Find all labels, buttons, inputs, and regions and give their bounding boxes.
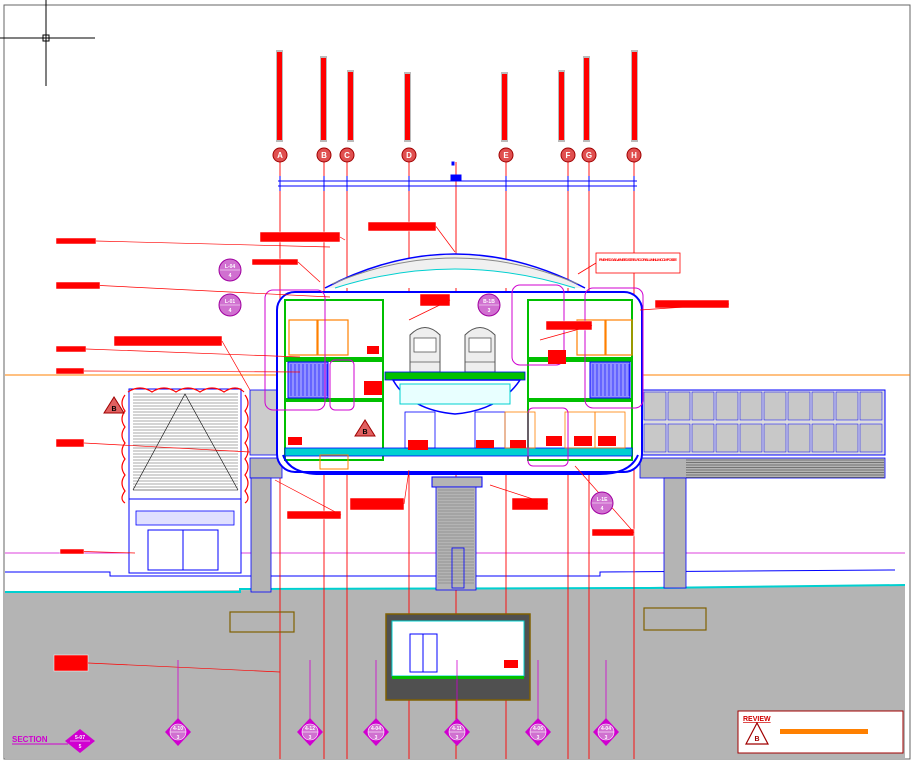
room-tag (598, 436, 616, 446)
revision-mark-2: B (354, 419, 376, 437)
left-pavilion (121, 387, 249, 574)
section-marker-sheet: 5 (79, 744, 82, 750)
section-label: SECTION (12, 735, 48, 744)
grid-bubbles: A B C D E F G H (272, 147, 642, 163)
roof-note-text: FINISHED GALVANISED STEEL ROOF / ALUMINI… (599, 257, 677, 262)
grid-bubble-a (272, 147, 288, 163)
callout-sheet: 3 (605, 735, 608, 741)
section-title: SECTION 5-07 5 (12, 729, 95, 753)
review-label: REVIEW (743, 716, 771, 723)
grid-bubble-label: E (503, 151, 509, 160)
annotation-label (55, 281, 101, 290)
annotation-label (545, 320, 593, 331)
annotation-label (55, 438, 85, 448)
room-tag (546, 436, 562, 446)
annotation-label (251, 258, 299, 266)
top-level-tags (276, 50, 638, 142)
annotation-label (59, 548, 85, 555)
review-box: REVIEW B (737, 710, 904, 754)
callout-code: 4-04 (601, 726, 611, 732)
callout-code: 4-10 (173, 726, 183, 732)
annotation-label (511, 497, 549, 511)
annotation-label (591, 528, 635, 537)
annotation-label (55, 345, 87, 353)
train-right-icon (464, 327, 496, 373)
walkway-left (229, 389, 295, 633)
grid-bubble-f (560, 147, 576, 163)
callout-sheet: 4 (229, 273, 232, 279)
room-tag (510, 440, 526, 448)
callout-sheet: 4 (229, 308, 232, 314)
annotation-label (286, 510, 342, 520)
grid-bubble-c (339, 147, 355, 163)
crosshair-cursor-icon (0, 0, 95, 86)
callout-sheet: 4 (601, 506, 604, 512)
callout-sheet: 3 (488, 308, 491, 314)
grid-bubble-d (401, 147, 417, 163)
annotation-label (259, 231, 341, 243)
revision-mark-1-text: B (111, 406, 116, 413)
grid-bubble-e (498, 147, 514, 163)
callout-code: 4-06 (533, 726, 543, 732)
room-tag (548, 350, 566, 364)
dimension-line (278, 161, 637, 187)
grid-bubble-b (316, 147, 332, 163)
callout-code: 4-04 (371, 726, 381, 732)
grid-bubble-g (581, 147, 597, 163)
room-tag (574, 436, 592, 446)
room-tag (476, 440, 494, 448)
grid-bubble-h (626, 147, 642, 163)
callout-code: L-1E (597, 497, 609, 503)
train-left-icon (409, 327, 441, 373)
annotation-label (349, 497, 405, 511)
callout-code: 4-11 (452, 726, 462, 732)
revision-mark-1: B (103, 396, 125, 414)
grid-bubble-label: B (321, 151, 327, 160)
roof-note: FINISHED GALVANISED STEEL ROOF / ALUMINI… (577, 252, 681, 275)
room-tag (408, 440, 428, 450)
callout-sheet: 3 (177, 735, 180, 741)
revision-mark-2-text: B (362, 429, 367, 436)
callout-code: B-1B (483, 299, 495, 305)
callout-code: L-04 (225, 264, 236, 270)
walkway-right (639, 389, 886, 631)
grid-bubble-label: D (406, 151, 412, 160)
callout-sheet: 3 (375, 735, 378, 741)
grid-bubble-label: A (277, 151, 283, 160)
room-tag (364, 381, 382, 395)
room-tag (288, 437, 302, 445)
annotation-label (419, 293, 451, 307)
callout-sheet: 3 (537, 735, 540, 741)
annotation-label (113, 335, 223, 347)
grid-bubble-label: G (586, 151, 592, 160)
callout-sheet: 3 (309, 735, 312, 741)
annotation-label (53, 654, 89, 672)
callout-sheet: 3 (456, 735, 459, 741)
callout-code: L-01 (225, 299, 236, 305)
annotation-labels (53, 221, 730, 673)
annotation-label (55, 237, 97, 245)
callout-code: 4-12 (305, 726, 315, 732)
room-tag (367, 346, 379, 354)
annotation-label (55, 367, 85, 375)
room-tag (504, 660, 518, 668)
grid-bubble-label: H (631, 151, 637, 160)
underground-room (385, 613, 531, 701)
grid-bubble-label: C (344, 151, 350, 160)
grid-bubble-label: F (566, 151, 571, 160)
bottom-callouts: 4-10 3 4-12 3 4-04 3 4-11 3 4-06 3 4-04 3 (165, 660, 619, 746)
annotation-label (367, 221, 437, 232)
section-marker-code: 5-07 (75, 735, 85, 741)
review-mark: B (754, 736, 759, 743)
station-structure (264, 253, 644, 591)
